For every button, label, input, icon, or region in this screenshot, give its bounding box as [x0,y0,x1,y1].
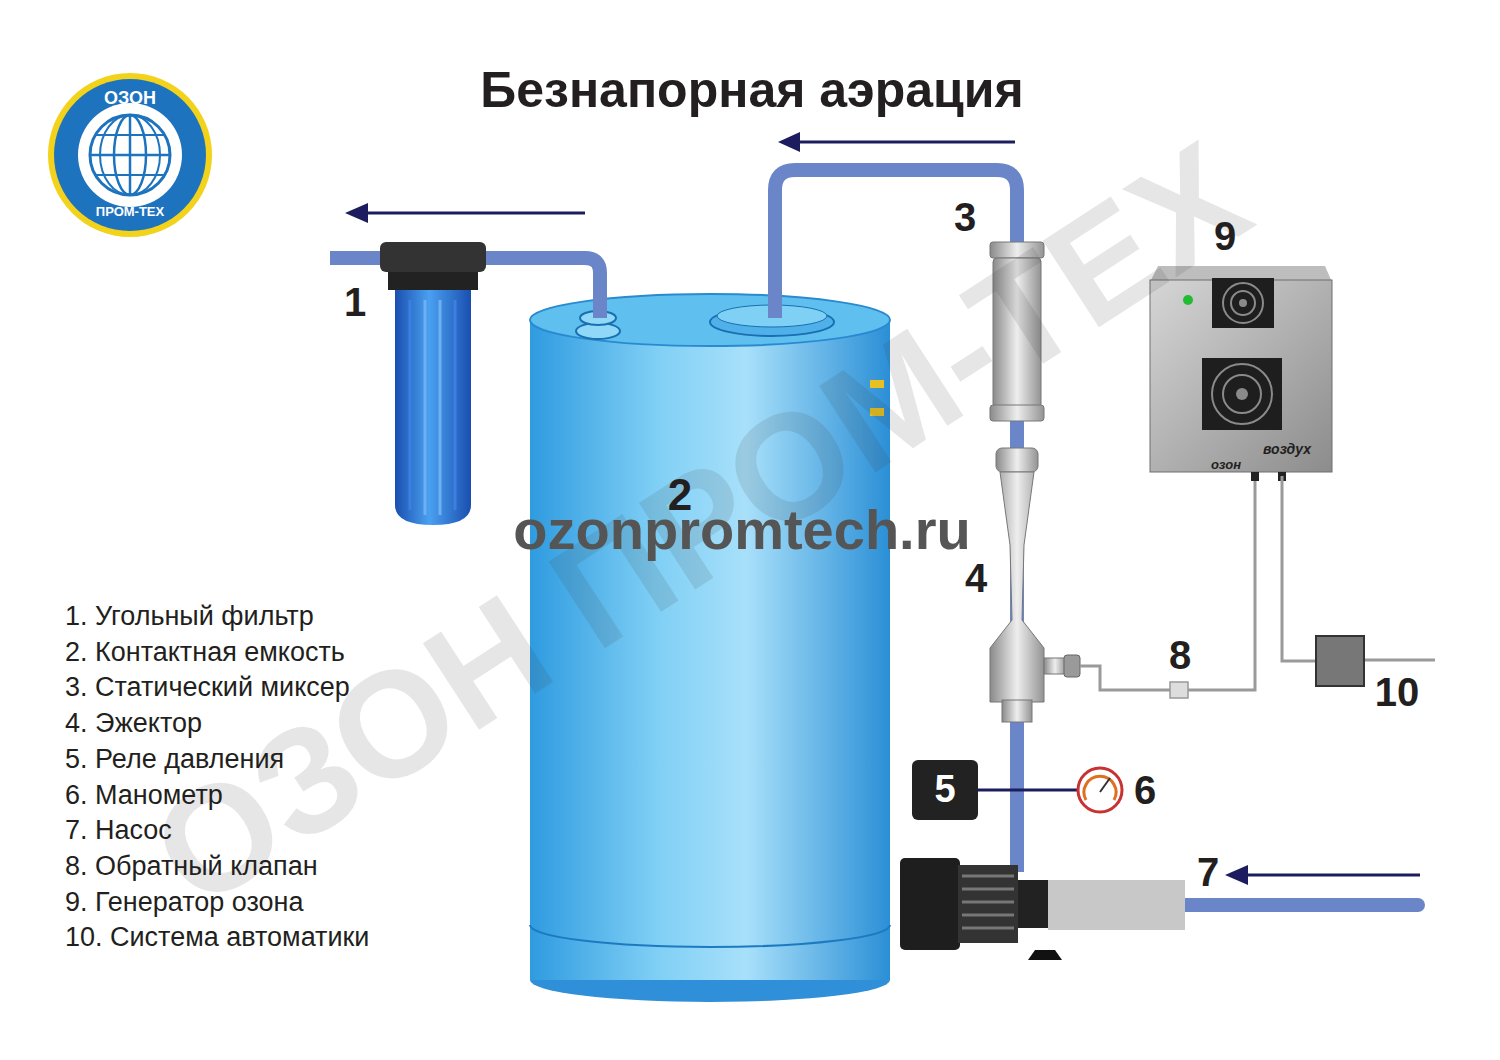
node-text: 2 [668,471,692,519]
pump [1028,950,1062,960]
ozone-tube [1365,659,1435,662]
flow-arrow [364,212,585,215]
ozone-generator [1223,375,1261,413]
pump [1048,880,1185,930]
ozone-generator [1251,472,1259,481]
manometer [978,768,1122,812]
logo [54,79,206,231]
flow-arrow [1244,874,1420,877]
flow-arrow [778,132,800,152]
flow-arrow [796,141,1015,144]
ejector [1064,655,1080,677]
ozone-generator [1236,388,1248,400]
carbon-filter [395,290,471,525]
legend-item: 1. Угольный фильтр [65,602,314,632]
water-pipe [330,170,1418,905]
ozone-tube [1170,682,1188,698]
pump [962,875,1014,878]
logo [96,134,164,136]
logo-text: ОЗОН [104,89,156,109]
website-url: ozonpromtech.ru [513,499,970,561]
legend-item: 7. Насос [65,816,172,846]
flow-arrow [1225,865,1248,885]
ozone-generator [1223,283,1263,323]
legend-item: 3. Статический миксер [65,673,350,703]
manometer [1084,776,1116,800]
ejector [990,472,1044,702]
logo [96,174,164,176]
logo [90,115,170,195]
pump [962,927,1014,930]
contact-tank [530,925,890,947]
callout-number: 3 [954,195,976,239]
carbon-filter [409,300,412,510]
legend-item: 10. Система автоматики [65,923,369,953]
node-text: 9 [1214,214,1236,258]
ozone-generator: 9озонвоздух [1150,266,1332,476]
callout-number: 6 [1134,768,1156,812]
callout-number: 4 [965,556,987,600]
logo [48,73,212,237]
ejector [1044,658,1066,674]
pump [962,888,1014,891]
callout-number: 1 [344,280,366,324]
automation-box: 10 [1315,635,1365,687]
callout-number: 7 [1197,850,1219,894]
carbon-filter [439,300,442,515]
carbon-filter [380,242,486,525]
carbon-filter [380,242,486,272]
callout-number: 8 [1169,633,1191,677]
legend-item: 8. Обратный клапан [65,852,318,882]
legend-item: 4. Эжектор [65,709,202,739]
pump [962,914,1014,917]
contact-tank: 2 [530,300,890,1000]
flow-arrow [345,203,368,223]
node-text: воздух [1263,442,1311,457]
manometer [1078,768,1122,812]
ozone-generator [1202,358,1282,430]
legend-item: 9. Генератор озона [65,888,304,918]
node-text: озон [1211,458,1241,472]
pump [900,858,1185,960]
pump [962,901,1014,904]
node-text: 5 [934,769,955,811]
ejector [1002,700,1032,722]
ejector [990,448,1080,722]
air-tube [1282,476,1315,661]
logo-text: ПРОМ-ТЕХ [96,205,164,219]
logo [90,154,170,157]
pump [900,858,960,950]
legend-item: 6. Манометр [65,781,223,811]
ozone-generator [1231,291,1255,315]
legend-item: 5. Реле давления [65,745,284,775]
ejector [996,448,1038,472]
ozone-generator [1212,278,1274,328]
water-pipe [1185,898,1418,912]
pump [1018,880,1048,928]
carbon-filter [388,272,478,290]
ozone-tube [1080,480,1435,698]
carbon-filter [454,300,457,510]
logo [48,73,212,237]
node-text: 10 [1375,670,1420,714]
carbon-filter [424,300,427,515]
ozone-generator [1239,299,1247,307]
pump [958,865,1018,943]
manometer [1100,778,1110,792]
legend-item: 2. Контактная емкость [65,638,345,668]
ozone-generator [1212,364,1272,424]
manometer [978,789,1078,792]
diagram-title: Безнапорная аэрация [480,63,1023,118]
logo [78,103,182,207]
pressure-relay-box: 5 [912,760,978,820]
ozone-tube [1080,480,1255,690]
